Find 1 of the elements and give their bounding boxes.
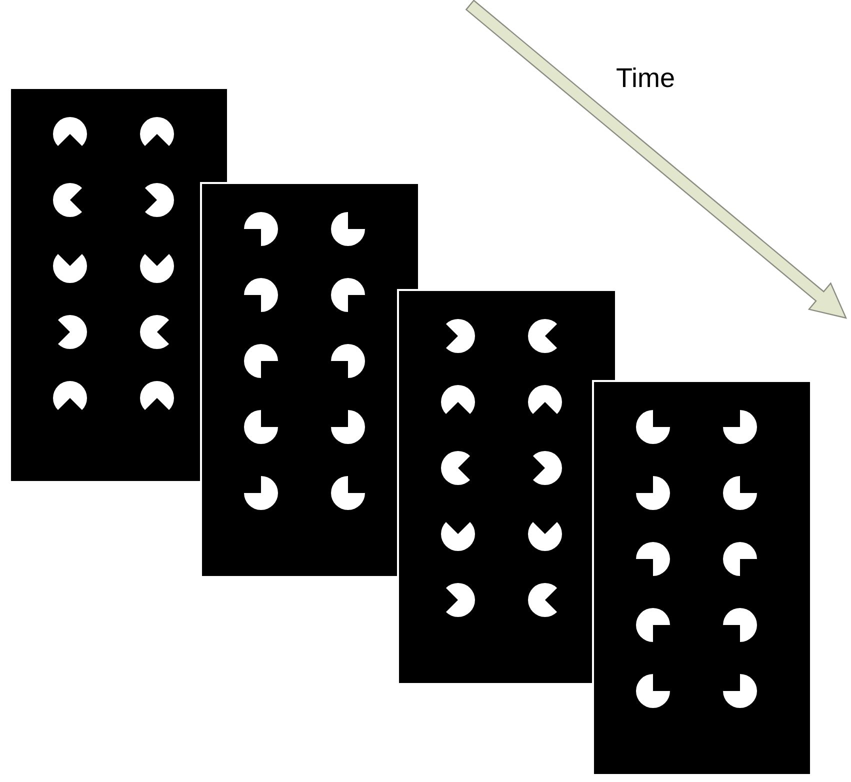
time-label: Time — [616, 62, 675, 94]
